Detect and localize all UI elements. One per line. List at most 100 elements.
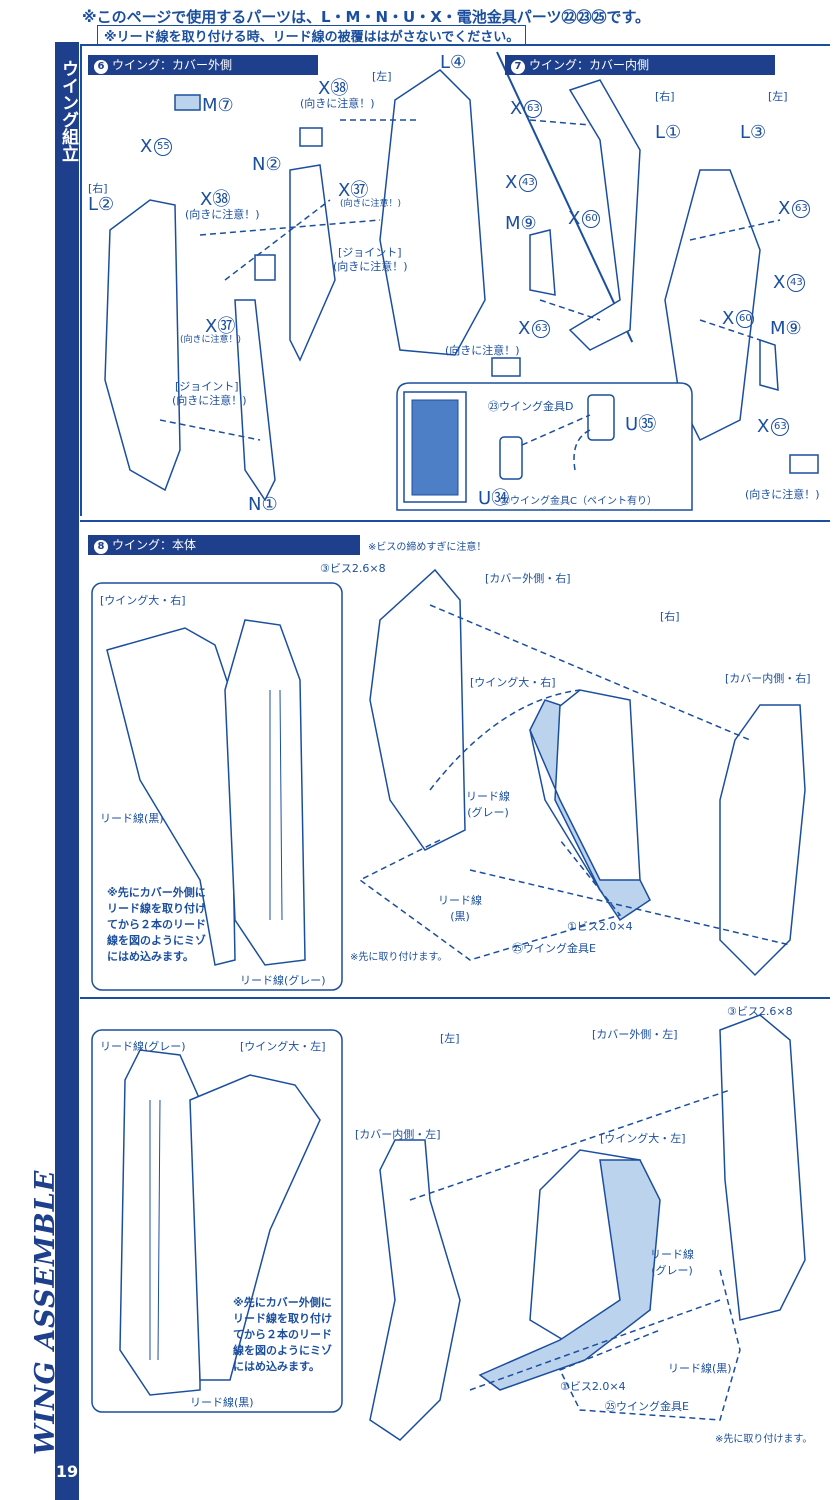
- fitting-c-label: ㉒ウイング金具C（ペイント有り）: [500, 496, 657, 507]
- caution-label: (向きに注意！): [333, 260, 408, 273]
- wing-large-left-detail: [189, 1074, 321, 1381]
- parts-notice: ※このページで使用するパーツは、L・M・N・U・X・電池金具パーツ㉒㉓㉕です。: [82, 8, 650, 26]
- wing-large-right-label: [ウイング大・右]: [100, 594, 186, 607]
- caution-label: (向きに注意！): [340, 199, 402, 209]
- detail-inset: [396, 382, 693, 511]
- part-label-l2: L②: [88, 194, 115, 215]
- part-label-u34: U㉞: [478, 488, 510, 509]
- joint-part: [491, 357, 521, 377]
- part-label-n2: N②: [252, 154, 282, 175]
- caution-label: (向きに注意！): [445, 344, 520, 357]
- step8-right-detail-box: [91, 582, 343, 991]
- part-label-m9-b: M⑨: [770, 318, 802, 339]
- wing-cover-outer-left: [379, 69, 486, 356]
- screw-26-label: ③ビス2.6×8: [320, 562, 386, 575]
- fitting-e-label: ㉕ウイング金具E: [512, 942, 596, 955]
- steps-6-7-frame: [80, 44, 830, 516]
- lead-gray-label: リード線 (グレー): [650, 1248, 694, 1277]
- divider: [80, 997, 830, 999]
- wing-large-right-detail: [106, 627, 236, 966]
- caution-label: (向きに注意！): [185, 208, 260, 221]
- attach-first-note: ※先に取り付けます。: [715, 1434, 813, 1445]
- right-tag: [右]: [88, 182, 108, 195]
- lead-black-label: リード線(黒): [100, 812, 164, 825]
- lead-black-label: リード線(黒): [190, 1396, 254, 1409]
- joint-part-b: [789, 454, 819, 474]
- step-number: 8: [94, 540, 108, 554]
- left-tag: [左]: [372, 70, 392, 83]
- wing-cover-inner-right: [568, 79, 641, 351]
- wing-cover-outer-left: [719, 1014, 806, 1321]
- lead-gray-label: リード線(グレー): [100, 1040, 186, 1053]
- part-m9b: [759, 338, 779, 392]
- part-label-x38: X㊳: [318, 78, 349, 99]
- attach-first-note: ※先に取り付けます。: [350, 952, 448, 963]
- lead-gray-label: リード線 (グレー): [466, 790, 510, 819]
- fitting-photo: [411, 399, 459, 496]
- part-label-x38-b: X㊳: [200, 189, 231, 210]
- part-label-m7: M⑦: [202, 95, 234, 116]
- wing-large-right-label: [ウイング大・右]: [470, 676, 556, 689]
- step8-right-note: ※先にカバー外側にリード線を取り付けてから２本のリード線を図のようにミゾにはめ込…: [107, 886, 206, 963]
- part-label-n1: N①: [248, 494, 278, 515]
- step-number: 6: [94, 60, 108, 74]
- lead-gray-label: リード線(グレー): [240, 974, 326, 987]
- left-tag: [左]: [440, 1032, 460, 1045]
- step8-left-detail-box: [91, 1029, 343, 1413]
- part-n1: [234, 299, 276, 502]
- divider: [80, 520, 830, 522]
- wing-cover-inner-left: [369, 1139, 461, 1441]
- cover-outer-left-label: [カバー外側・左]: [592, 1028, 678, 1041]
- part-m7c: [299, 127, 323, 147]
- section-sidebar: [55, 42, 79, 1500]
- right-tag: [右]: [655, 90, 675, 103]
- screw-caution: ※ビスの締めすぎに注意！: [368, 542, 487, 553]
- part-n2: [289, 164, 336, 362]
- wing-cover-right-detail: [224, 619, 306, 966]
- part-u35: [587, 394, 615, 441]
- page-number: 19: [55, 1462, 79, 1481]
- step-title-text: ウイング：カバー内側: [529, 58, 650, 72]
- part-u34: [499, 436, 523, 480]
- caution-label: (向きに注意！): [172, 394, 247, 407]
- lead-black-label: リード線(黒): [668, 1362, 732, 1375]
- step-number: 7: [511, 60, 525, 74]
- wing-large-left-label: [ウイング大・左]: [240, 1040, 326, 1053]
- part-label-m9: M⑨: [505, 213, 537, 234]
- part-m7: [174, 94, 201, 111]
- part-label-l1: L①: [655, 122, 682, 143]
- right-tag: [右]: [660, 610, 680, 623]
- part-label-u35: U㉟: [625, 414, 657, 435]
- joint-label: [ジョイント]: [175, 380, 239, 393]
- cover-inner-right-label: [カバー内側・右]: [725, 672, 811, 685]
- part-label-l4: L④: [440, 52, 467, 73]
- left-tag: [左]: [768, 90, 788, 103]
- fitting-e-label: ㉕ウイング金具E: [605, 1400, 689, 1413]
- screw-26-label: ③ビス2.6×8: [727, 1005, 793, 1018]
- wing-large-left-label: [ウイング大・左]: [600, 1132, 686, 1145]
- caution-label: (向きに注意！): [745, 488, 820, 501]
- part-m9: [529, 229, 556, 296]
- lead-black-label: リード線 (黒): [438, 894, 482, 923]
- section-title-jp: ウイング組立: [58, 60, 78, 162]
- cover-outer-right-label: [カバー外側・右]: [485, 572, 571, 585]
- part-label-x37: X㊲: [338, 180, 369, 201]
- fitting-d-label: ㉓ウイング金具D: [488, 400, 574, 413]
- step-title-text: ウイング：カバー外側: [112, 58, 233, 72]
- part-label-l3: L③: [740, 122, 767, 143]
- step8-left-note: ※先にカバー外側にリード線を取り付けてから２本のリード線を図のようにミゾにはめ込…: [233, 1296, 332, 1373]
- step7-title: 7 ウイング：カバー内側: [505, 55, 775, 75]
- wing-cover-inner-right: [719, 704, 806, 977]
